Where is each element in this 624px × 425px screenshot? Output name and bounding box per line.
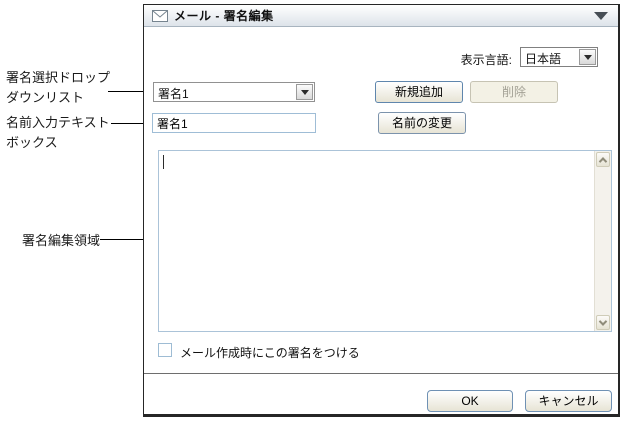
add-new-button[interactable]: 新規追加: [375, 81, 463, 103]
annotation-text: ボックス: [6, 135, 58, 150]
signature-edit-dialog: メール - 署名編集 表示言語: 日本語 署名1 新規追加 削除 名前の変更: [143, 4, 620, 417]
signature-select-value: 署名1: [158, 87, 189, 101]
annotation-text: ダウンリスト: [6, 90, 85, 105]
language-dropdown[interactable]: 日本語: [520, 47, 598, 67]
callout-line: [100, 239, 152, 240]
callout-line: [108, 91, 157, 92]
annotation-text: 署名編集領域: [22, 233, 101, 248]
footer-separator: [144, 373, 618, 374]
language-label: 表示言語:: [460, 53, 512, 67]
annotation-name-input: 名前入力テキスト ボックス: [6, 113, 110, 153]
signature-select-dropdown[interactable]: 署名1: [153, 82, 315, 102]
dialog-titlebar[interactable]: メール - 署名編集: [144, 5, 618, 27]
annotation-text: 名前入力テキスト: [6, 115, 110, 130]
delete-button: 削除: [470, 81, 558, 103]
language-dropdown-value: 日本語: [525, 52, 562, 66]
ok-button[interactable]: OK: [427, 390, 513, 412]
text-caret: [163, 155, 164, 169]
dropdown-arrow-icon[interactable]: [296, 84, 313, 100]
dropdown-arrow-icon[interactable]: [579, 49, 596, 65]
attach-signature-checkbox[interactable]: [158, 343, 172, 357]
callout-line: [111, 123, 157, 124]
annotation-edit-area: 署名編集領域: [22, 231, 100, 251]
annotation-signature-dropdown: 署名選択ドロップ ダウンリスト: [6, 68, 110, 108]
dialog-title: メール - 署名編集: [174, 9, 274, 23]
name-input[interactable]: [152, 113, 316, 133]
attach-signature-label: メール作成時にこの署名をつける: [180, 346, 360, 360]
envelope-icon: [152, 9, 168, 22]
collapse-triangle-icon[interactable]: [594, 12, 608, 20]
editor-scrollbar[interactable]: [594, 151, 611, 331]
chevron-up-icon[interactable]: [596, 152, 610, 167]
cancel-button[interactable]: キャンセル: [525, 390, 612, 412]
signature-editor[interactable]: [158, 150, 612, 332]
annotation-text: 署名選択ドロップ: [6, 70, 111, 85]
chevron-down-icon[interactable]: [596, 315, 610, 330]
rename-button[interactable]: 名前の変更: [378, 112, 466, 134]
